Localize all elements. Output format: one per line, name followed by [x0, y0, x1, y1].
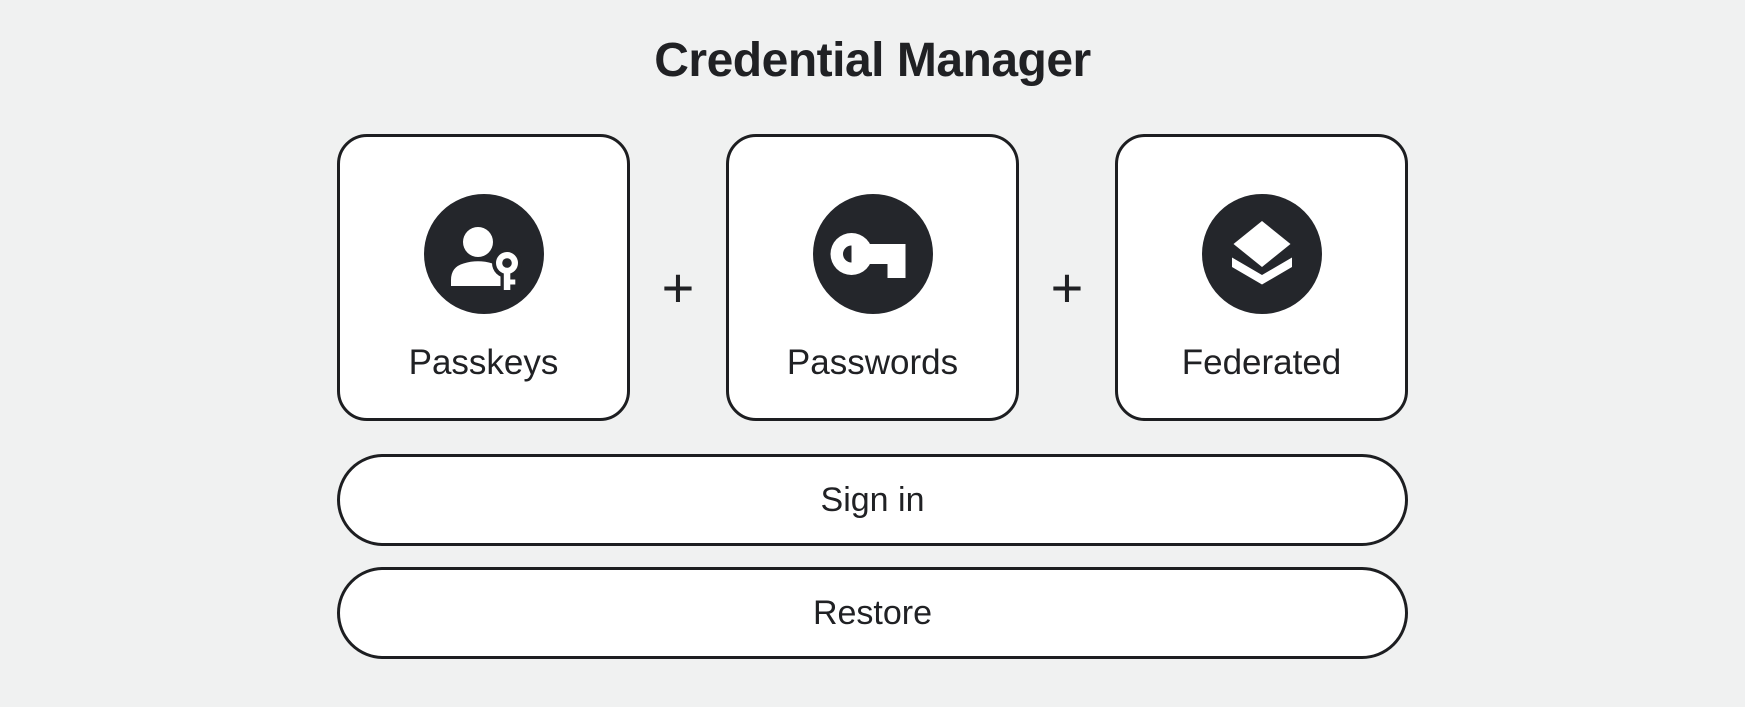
plus-icon: +: [661, 255, 695, 319]
passkeys-card: Passkeys: [337, 134, 630, 421]
restore-button[interactable]: Restore: [337, 567, 1408, 659]
password-key-icon: [812, 194, 933, 314]
plus-separator: +: [630, 134, 726, 421]
plus-icon: +: [1050, 255, 1084, 319]
federated-label: Federated: [1181, 343, 1342, 382]
federated-layers-icon: [1201, 194, 1322, 314]
passwords-label: Passwords: [786, 343, 959, 382]
passkeys-label: Passkeys: [408, 343, 559, 382]
credential-manager-screen: Credential Manager: [337, 33, 1408, 659]
sign-in-button[interactable]: Sign in: [337, 454, 1408, 546]
credential-types-row: Passkeys + Passwords +: [337, 134, 1408, 421]
federated-card: Federated: [1115, 134, 1408, 421]
passwords-card: Passwords: [726, 134, 1019, 421]
page-title: Credential Manager: [654, 34, 1091, 87]
passkey-icon: [423, 194, 544, 314]
plus-separator: +: [1019, 134, 1115, 421]
